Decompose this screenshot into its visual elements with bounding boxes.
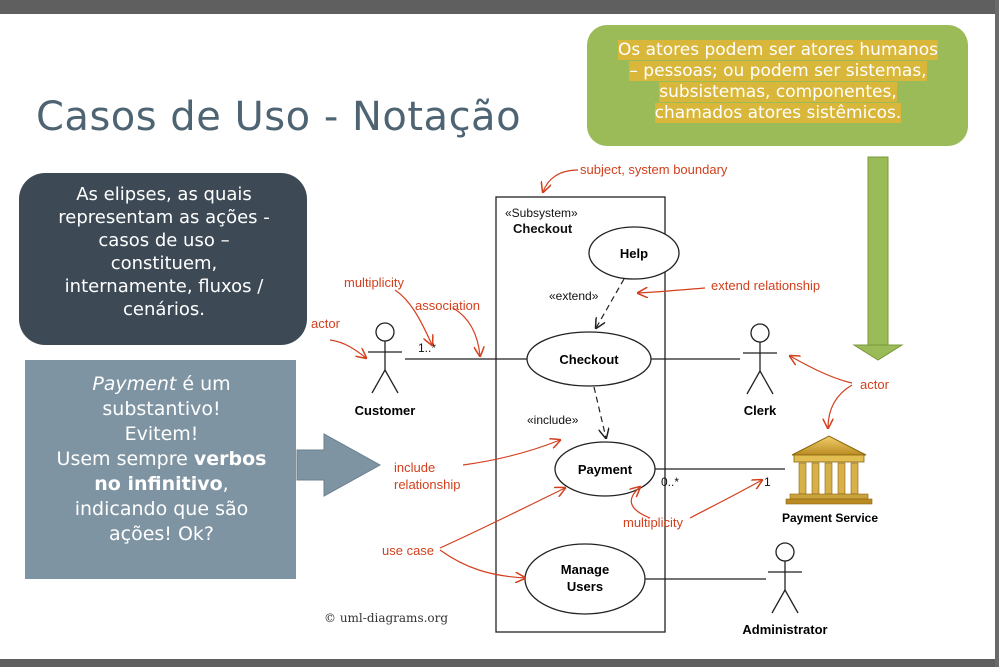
use-case-help-label: Help [620,246,648,261]
actors-note-line: chamados atores sistêmicos. [654,103,902,123]
multiplicity-customer-end: 1..* [418,341,436,355]
system-boundary [495,196,666,633]
annotation-lines [329,169,853,578]
extend-stereotype: «extend» [549,289,599,303]
ellipses-note-line: constituem, [110,253,218,274]
annotation-actor-left: actor [311,316,341,331]
use-case-manage-users-label: Manage [561,562,609,577]
ellipses-note-line: casos de uso – [98,230,230,251]
actor-clerk [743,323,777,395]
copyright-text: © uml-diagrams.org [324,611,448,625]
payment-note-bold: verbos [193,448,267,470]
ellipses-note-line: internamente, fluxos / [64,276,264,297]
annotation-include-relationship: include [394,460,435,475]
annotation-actor-right: actor [860,377,890,392]
multiplicity-payment-end: 0..* [661,475,679,489]
annotation-extend-relationship: extend relationship [711,278,820,293]
annotation-association: association [415,298,480,313]
payment-note-text-part: indicando que são [74,498,249,520]
payment-note-text-part: ações! Ok? [108,523,214,545]
actor-administrator-label: Administrator [742,622,827,637]
annotation-include-relationship: relationship [394,477,461,492]
annotation-multiplicity-bottom: multiplicity [623,515,683,530]
ellipses-note-line: cenários. [123,299,205,320]
slide-title: Casos de Uso - Notação [36,94,522,140]
ellipses-note-text: As elipses, as quais representam as açõe… [30,183,298,321]
payment-note-box [25,360,296,579]
ellipses-note-box [19,173,307,345]
include-dependency [593,386,606,438]
annotation-use-case: use case [382,543,434,558]
use-case-checkout-label: Checkout [559,352,619,367]
annotation-subject: subject, system boundary [580,162,728,177]
payment-note-text-part: , [222,473,229,495]
subsystem-name: Checkout [513,221,573,236]
use-case-payment-label: Payment [578,462,633,477]
payment-note-text-part: Usem sempre [56,448,194,470]
payment-note-italic: Payment [92,373,177,395]
green-down-arrow [852,156,904,361]
actor-customer [368,322,402,394]
multiplicity-service-end: 1 [764,475,771,489]
ellipses-note-line: representam as ações - [58,207,270,228]
subsystem-stereotype: «Subsystem» [505,206,578,220]
include-stereotype: «include» [527,413,579,427]
actors-note-text: Os atores podem ser atores humanos – pes… [598,40,958,124]
actor-payment-service-label: Payment Service [782,511,878,525]
payment-note-text-part: substantivo! [102,398,221,420]
gray-right-arrow [296,433,382,497]
top-frame-bar [0,0,999,14]
bottom-frame-bar [0,659,999,667]
payment-note-text: Payment é um substantivo! Evitem! Usem s… [35,372,288,547]
actor-clerk-label: Clerk [744,403,777,418]
extend-dependency [596,278,625,328]
use-case-help [588,226,680,280]
payment-note-bold: no infinitivo [94,473,223,495]
payment-note-text-part: Evitem! [124,423,199,445]
actors-note-line: Os atores podem ser atores humanos [618,40,938,60]
ellipses-note-line: As elipses, as quais [76,184,252,205]
bank-icon [785,435,873,505]
actors-note-line: – pessoas; ou podem ser sistemas, [629,61,927,81]
actor-customer-label: Customer [355,403,416,418]
annotation-multiplicity-top: multiplicity [344,275,404,290]
use-case-manage-users-label: Users [567,579,603,594]
actors-note-line: subsistemas, componentes, [659,82,897,102]
actor-administrator [768,542,802,614]
payment-note-text-part: é um [176,373,231,395]
right-frame-edge [995,0,999,667]
